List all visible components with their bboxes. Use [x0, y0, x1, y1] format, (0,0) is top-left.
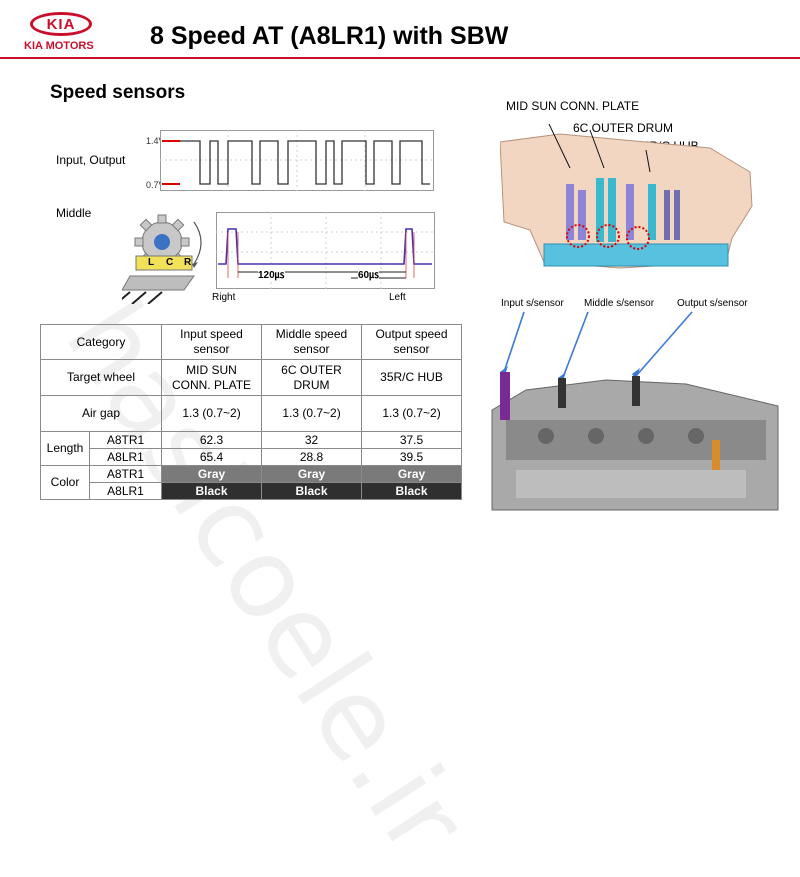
high-voltage-label: 1.4V	[146, 136, 165, 146]
header-category: Category	[40, 324, 162, 360]
pin-r: R	[184, 257, 192, 268]
pulse-gap-label: 60㎲	[358, 266, 380, 281]
logo-brand-text: KIA MOTORS	[24, 40, 94, 52]
middle-sensor-label: Middle s/sensor	[584, 298, 655, 309]
page-title: 8 Speed AT (A8LR1) with SBW	[150, 22, 509, 50]
kia-logo: KIA	[30, 12, 92, 36]
pin-l: L	[148, 257, 155, 268]
low-voltage-label: 0.7V	[146, 180, 165, 190]
input-output-label: Input, Output	[56, 153, 126, 167]
output-sensor-label: Output s/sensor	[677, 298, 748, 309]
middle-waveform	[216, 212, 435, 289]
speed-sensor-table: Category Input speed sensor Middle speed…	[40, 324, 462, 500]
section-title: Speed sensors	[50, 82, 186, 103]
pin-c: C	[166, 257, 174, 268]
header-output: Output speed sensor	[361, 324, 462, 360]
middle-label: Middle	[56, 206, 92, 220]
table-row: Color A8TR1 Gray Gray Gray	[40, 465, 462, 500]
logo-word: KIA	[46, 15, 76, 33]
header-middle: Middle speed sensor	[261, 324, 362, 360]
right-label: Right	[212, 292, 236, 303]
header-input: Input speed sensor	[161, 324, 262, 360]
left-label: Left	[389, 292, 406, 303]
table-row: Air gap 1.3 (0.7~2) 1.3 (0.7~2) 1.3 (0.7…	[40, 395, 462, 432]
input-output-waveform	[160, 130, 434, 191]
valve-body-photo	[491, 311, 779, 511]
callout-mid-sun: MID SUN CONN. PLATE	[506, 99, 640, 113]
middle-sensor-diagram	[122, 214, 202, 304]
transmission-cutaway	[500, 123, 753, 269]
title-rule	[0, 57, 800, 59]
table-row: Length A8TR1 62.3 32 37.5	[40, 431, 462, 466]
table-row: Target wheel MID SUN CONN. PLATE 6C OUTE…	[40, 359, 462, 396]
pulse-width-label: 120㎲	[258, 266, 285, 281]
table-row: A8LR1 Black Black Black	[41, 482, 462, 500]
table-row: A8LR1 65.4 28.8 39.5	[41, 448, 462, 466]
input-sensor-label: Input s/sensor	[501, 298, 564, 309]
callout-6c-outer-drum: 6C OUTER DRUM	[573, 121, 674, 135]
